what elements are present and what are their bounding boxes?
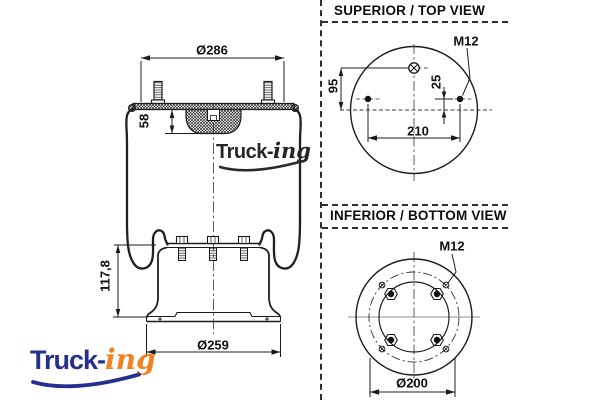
piston-bolts	[175, 235, 251, 261]
dim-bumper-height-label: 58	[136, 113, 152, 129]
screw	[378, 345, 386, 353]
brand-logo-truck-text: Truck-	[30, 345, 106, 375]
top-view-thread-label: M12	[453, 33, 479, 49]
bottom-title-overline	[322, 204, 508, 206]
thread-leader-line	[462, 47, 471, 96]
bottom-outer-circle	[355, 258, 473, 376]
piston-bolt	[175, 235, 189, 261]
bottom-title-underline	[322, 227, 508, 229]
stud-point-right	[456, 95, 464, 103]
side-view-drawing	[113, 55, 302, 357]
bottom-bolts	[384, 287, 444, 347]
top-view-title: SUPERIOR / TOP VIEW	[334, 3, 486, 18]
brand-logo-ing-text: ing	[105, 343, 156, 376]
panel-divider-vertical	[320, 0, 322, 400]
bellows-outline	[125, 107, 302, 270]
watermark-swoosh	[219, 159, 305, 172]
stud-spacing-label: 210	[407, 123, 429, 139]
brand-logo: Truck-ing	[30, 343, 156, 389]
brand-logo-swoosh	[31, 372, 141, 389]
internal-bumper	[185, 108, 242, 135]
piston-body	[146, 246, 281, 318]
bottom-view-title: INFERIOR / BOTTOM VIEW	[330, 208, 507, 223]
dim-lines-height	[113, 244, 156, 318]
thread-leader-line	[447, 253, 457, 284]
mounting-bolt	[384, 333, 398, 347]
top-stud-right	[260, 80, 276, 105]
screw	[442, 345, 450, 353]
bottom-view-thread-label: M12	[439, 238, 465, 254]
bottom-inner-circle	[378, 281, 450, 353]
top-title-underline	[322, 21, 508, 23]
top-plate	[132, 102, 295, 111]
dim-lines-bottom-diameter	[146, 324, 281, 357]
mounting-bolt	[430, 333, 444, 347]
dim-lines-bolt-circle	[369, 358, 456, 397]
watermark-ing-text: ing	[273, 138, 311, 163]
piston-bolt	[237, 235, 251, 261]
screw	[378, 281, 386, 289]
bolt-circle	[368, 271, 460, 363]
watermark-logo: Truck-ing	[216, 138, 311, 172]
piston-bolt	[206, 235, 220, 261]
air-offset-label: 95	[325, 78, 341, 94]
screw	[442, 281, 450, 289]
bolt-circle-diameter-label: Ø200	[396, 375, 428, 391]
bottom-view-drawing	[348, 252, 480, 397]
top-stud-left	[150, 80, 166, 105]
piston-base	[145, 311, 282, 323]
dim-lines-top-diameter	[140, 57, 285, 102]
stud-offset-label: 25	[428, 74, 444, 90]
bolt-circle-screws	[378, 281, 450, 353]
top-view-drawing	[338, 44, 492, 181]
mounting-bolt	[384, 287, 398, 301]
air-fitting-symbol	[398, 62, 430, 74]
bumper-notch	[207, 109, 220, 121]
dim-bottom-diameter-label: Ø259	[197, 337, 229, 353]
dim-top-diameter-label: Ø286	[196, 42, 228, 58]
stud-point-left	[364, 95, 372, 103]
watermark-truck-text: Truck-	[216, 141, 274, 163]
dim-height-label: 117,8	[97, 260, 113, 292]
mounting-bolt	[430, 287, 444, 301]
dim-lines-stud-spacing	[367, 104, 461, 142]
